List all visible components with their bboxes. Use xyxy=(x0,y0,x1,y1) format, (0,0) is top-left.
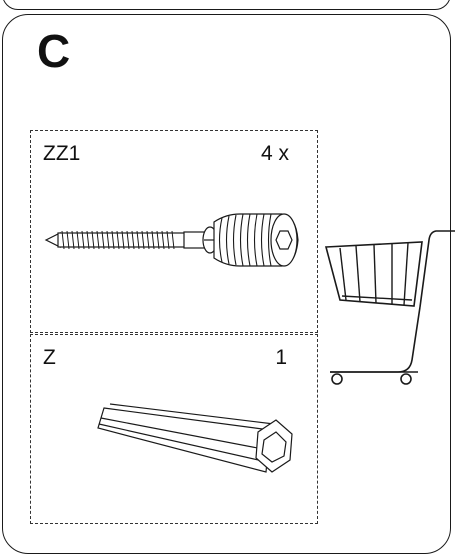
part-box-zz1: ZZ1 4 x xyxy=(30,130,318,333)
step-letter: C xyxy=(37,25,71,77)
part-quantity-zz1: 4 x xyxy=(260,142,289,165)
hanger-bolt-icon xyxy=(44,213,299,267)
part-box-z: Z 1 xyxy=(30,334,318,524)
hex-key-icon xyxy=(97,403,293,473)
part-code-zz1: ZZ1 xyxy=(43,142,81,165)
part-code-z: Z xyxy=(43,346,56,369)
part-quantity-z: 1 xyxy=(275,346,287,369)
shopping-cart-icon xyxy=(324,230,455,385)
illustrations xyxy=(44,213,455,473)
